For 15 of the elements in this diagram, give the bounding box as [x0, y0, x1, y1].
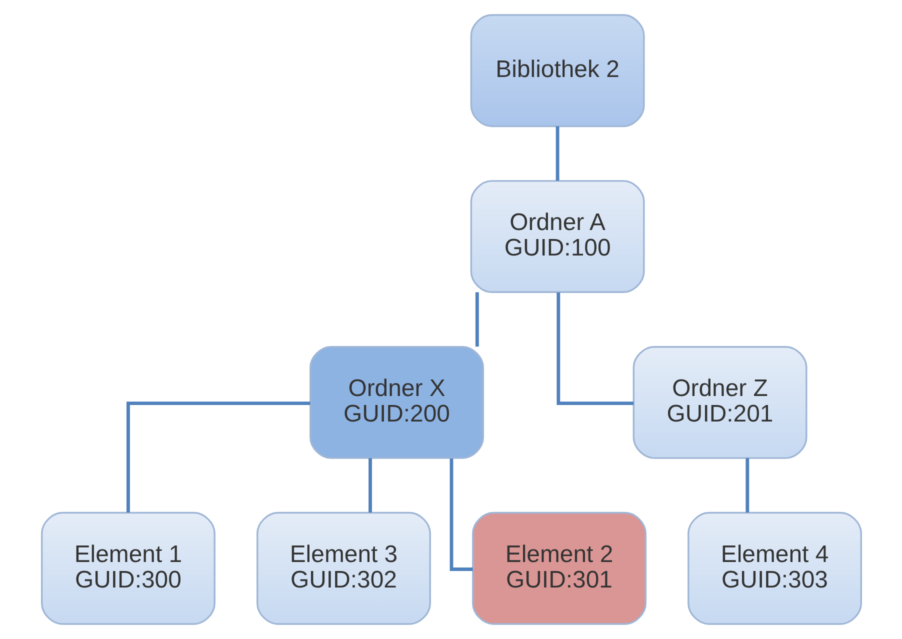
node-box: Element 4 GUID:303	[687, 512, 862, 625]
node-box: Element 3 GUID:302	[256, 512, 430, 625]
node-box: Bibliothek 2	[470, 14, 644, 128]
node-box: Ordner Z GUID:201	[632, 346, 807, 459]
node-box: Element 2 GUID:301	[472, 512, 646, 625]
connector	[745, 458, 749, 513]
connector	[449, 458, 472, 571]
connector	[474, 292, 478, 347]
node-box: Ordner A GUID:100	[470, 180, 644, 293]
node-box: Ordner X GUID:200	[309, 346, 484, 459]
connector	[126, 402, 310, 512]
connector	[555, 126, 559, 181]
connector	[556, 292, 634, 406]
node-box: Element 1 GUID:300	[40, 512, 215, 625]
connector	[368, 458, 372, 513]
